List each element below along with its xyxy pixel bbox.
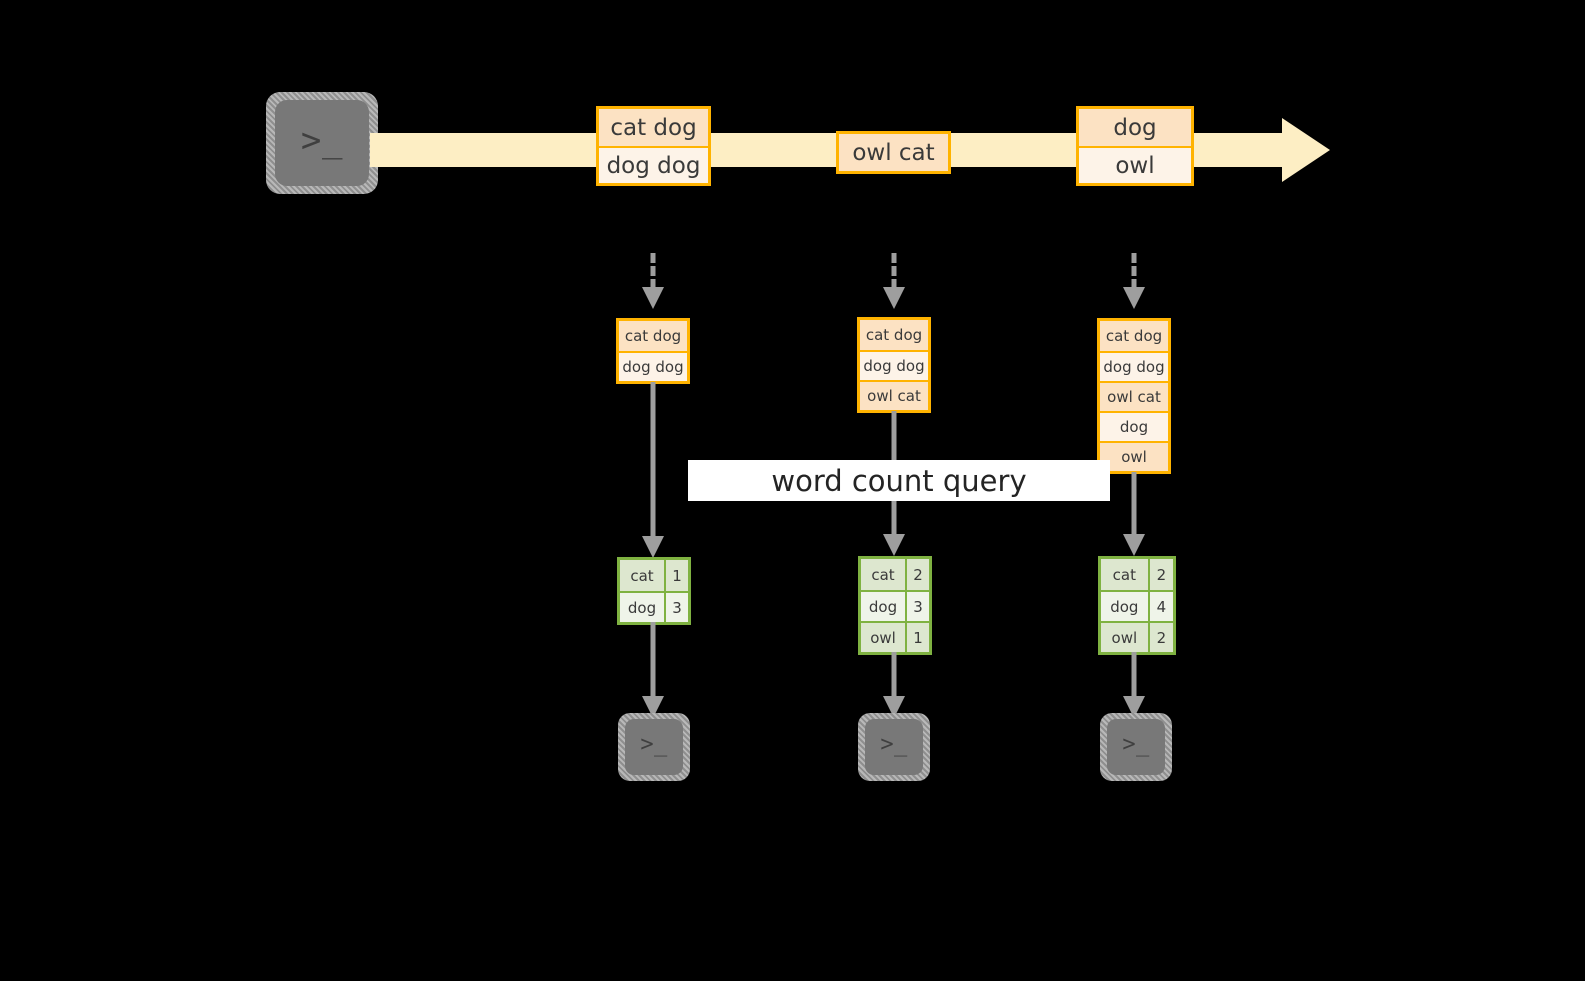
table-row: owl 1 <box>861 621 929 652</box>
col-3-result-word-3: owl <box>1101 623 1148 652</box>
table-row: dog 3 <box>620 591 688 622</box>
stream-message-2-row-1: owl cat <box>839 134 948 171</box>
col-3-accumulated-stack: cat dog dog dog owl cat dog owl <box>1097 318 1171 474</box>
col-2-result-word-1: cat <box>861 559 905 590</box>
col-3-result-count-3: 2 <box>1147 623 1173 652</box>
terminal-prompt-glyph: >_ <box>1122 732 1150 758</box>
col-3-result-count-2: 4 <box>1147 592 1173 621</box>
col-2-sink-arrow <box>882 652 906 720</box>
col-3-result-word-2: dog <box>1101 592 1148 621</box>
terminal-body <box>865 719 923 775</box>
col-2-ingest-arrow <box>882 253 906 310</box>
col-2-result-count-1: 2 <box>905 559 929 590</box>
col-1-ingest-arrow <box>641 253 665 310</box>
query-label-band: word count query <box>688 460 1110 501</box>
col-2-accum-row-3: owl cat <box>860 380 928 410</box>
col-1-accumulated-stack: cat dog dog dog <box>616 318 690 384</box>
stream-message-2: owl cat <box>836 131 951 174</box>
col-1-accum-row-2: dog dog <box>619 351 687 381</box>
col-2-accumulated-stack: cat dog dog dog owl cat <box>857 317 931 413</box>
source-terminal-icon: >_ <box>266 92 378 194</box>
col-3-sink-terminal-icon: >_ <box>1100 713 1172 781</box>
stream-message-3: dog owl <box>1076 106 1194 186</box>
stream-message-3-row-2: owl <box>1079 146 1191 183</box>
col-1-result-count-1: 1 <box>664 560 688 591</box>
col-2-result-word-3: owl <box>861 623 905 652</box>
col-3-result-table: cat 2 dog 4 owl 2 <box>1098 556 1176 655</box>
col-3-sink-arrow <box>1122 652 1146 720</box>
col-2-sink-terminal-icon: >_ <box>858 713 930 781</box>
terminal-prompt-glyph: >_ <box>880 732 908 758</box>
col-3-result-count-1: 2 <box>1147 559 1173 590</box>
col-1-sink-terminal-icon: >_ <box>618 713 690 781</box>
table-row: cat 1 <box>620 560 688 591</box>
table-row: dog 4 <box>1101 590 1173 621</box>
table-row: cat 2 <box>1101 559 1173 590</box>
col-1-sink-arrow <box>641 622 665 720</box>
terminal-prompt-glyph: >_ <box>300 120 344 161</box>
col-3-accum-row-1: cat dog <box>1100 321 1168 351</box>
stream-message-1: cat dog dog dog <box>596 106 711 186</box>
terminal-prompt-glyph: >_ <box>640 732 668 758</box>
terminal-body <box>275 100 369 186</box>
col-3-accum-row-4: dog <box>1100 411 1168 441</box>
event-stream-arrow-head <box>1282 118 1330 182</box>
col-3-ingest-arrow <box>1122 253 1146 310</box>
col-3-result-word-1: cat <box>1101 559 1148 590</box>
col-3-accum-row-5: owl <box>1100 441 1168 471</box>
col-2-result-word-2: dog <box>861 592 905 621</box>
table-row: owl 2 <box>1101 621 1173 652</box>
table-row: dog 3 <box>861 590 929 621</box>
stream-message-1-row-2: dog dog <box>599 146 708 183</box>
col-3-accum-row-2: dog dog <box>1100 351 1168 381</box>
stream-message-3-row-1: dog <box>1079 109 1191 146</box>
col-1-result-count-2: 3 <box>664 593 688 622</box>
terminal-body <box>625 719 683 775</box>
col-2-result-count-2: 3 <box>905 592 929 621</box>
col-2-accum-row-1: cat dog <box>860 320 928 350</box>
col-1-query-arrow <box>641 382 665 560</box>
stream-message-1-row-1: cat dog <box>599 109 708 146</box>
table-row: cat 2 <box>861 559 929 590</box>
col-3-accum-row-3: owl cat <box>1100 381 1168 411</box>
col-2-result-table: cat 2 dog 3 owl 1 <box>858 556 932 655</box>
col-2-accum-row-2: dog dog <box>860 350 928 380</box>
col-1-result-word-1: cat <box>620 560 664 591</box>
col-1-accum-row-1: cat dog <box>619 321 687 351</box>
col-1-result-word-2: dog <box>620 593 664 622</box>
col-3-query-arrow <box>1122 472 1146 558</box>
terminal-body <box>1107 719 1165 775</box>
col-1-result-table: cat 1 dog 3 <box>617 557 691 625</box>
query-label-text: word count query <box>771 463 1027 498</box>
col-2-result-count-3: 1 <box>905 623 929 652</box>
